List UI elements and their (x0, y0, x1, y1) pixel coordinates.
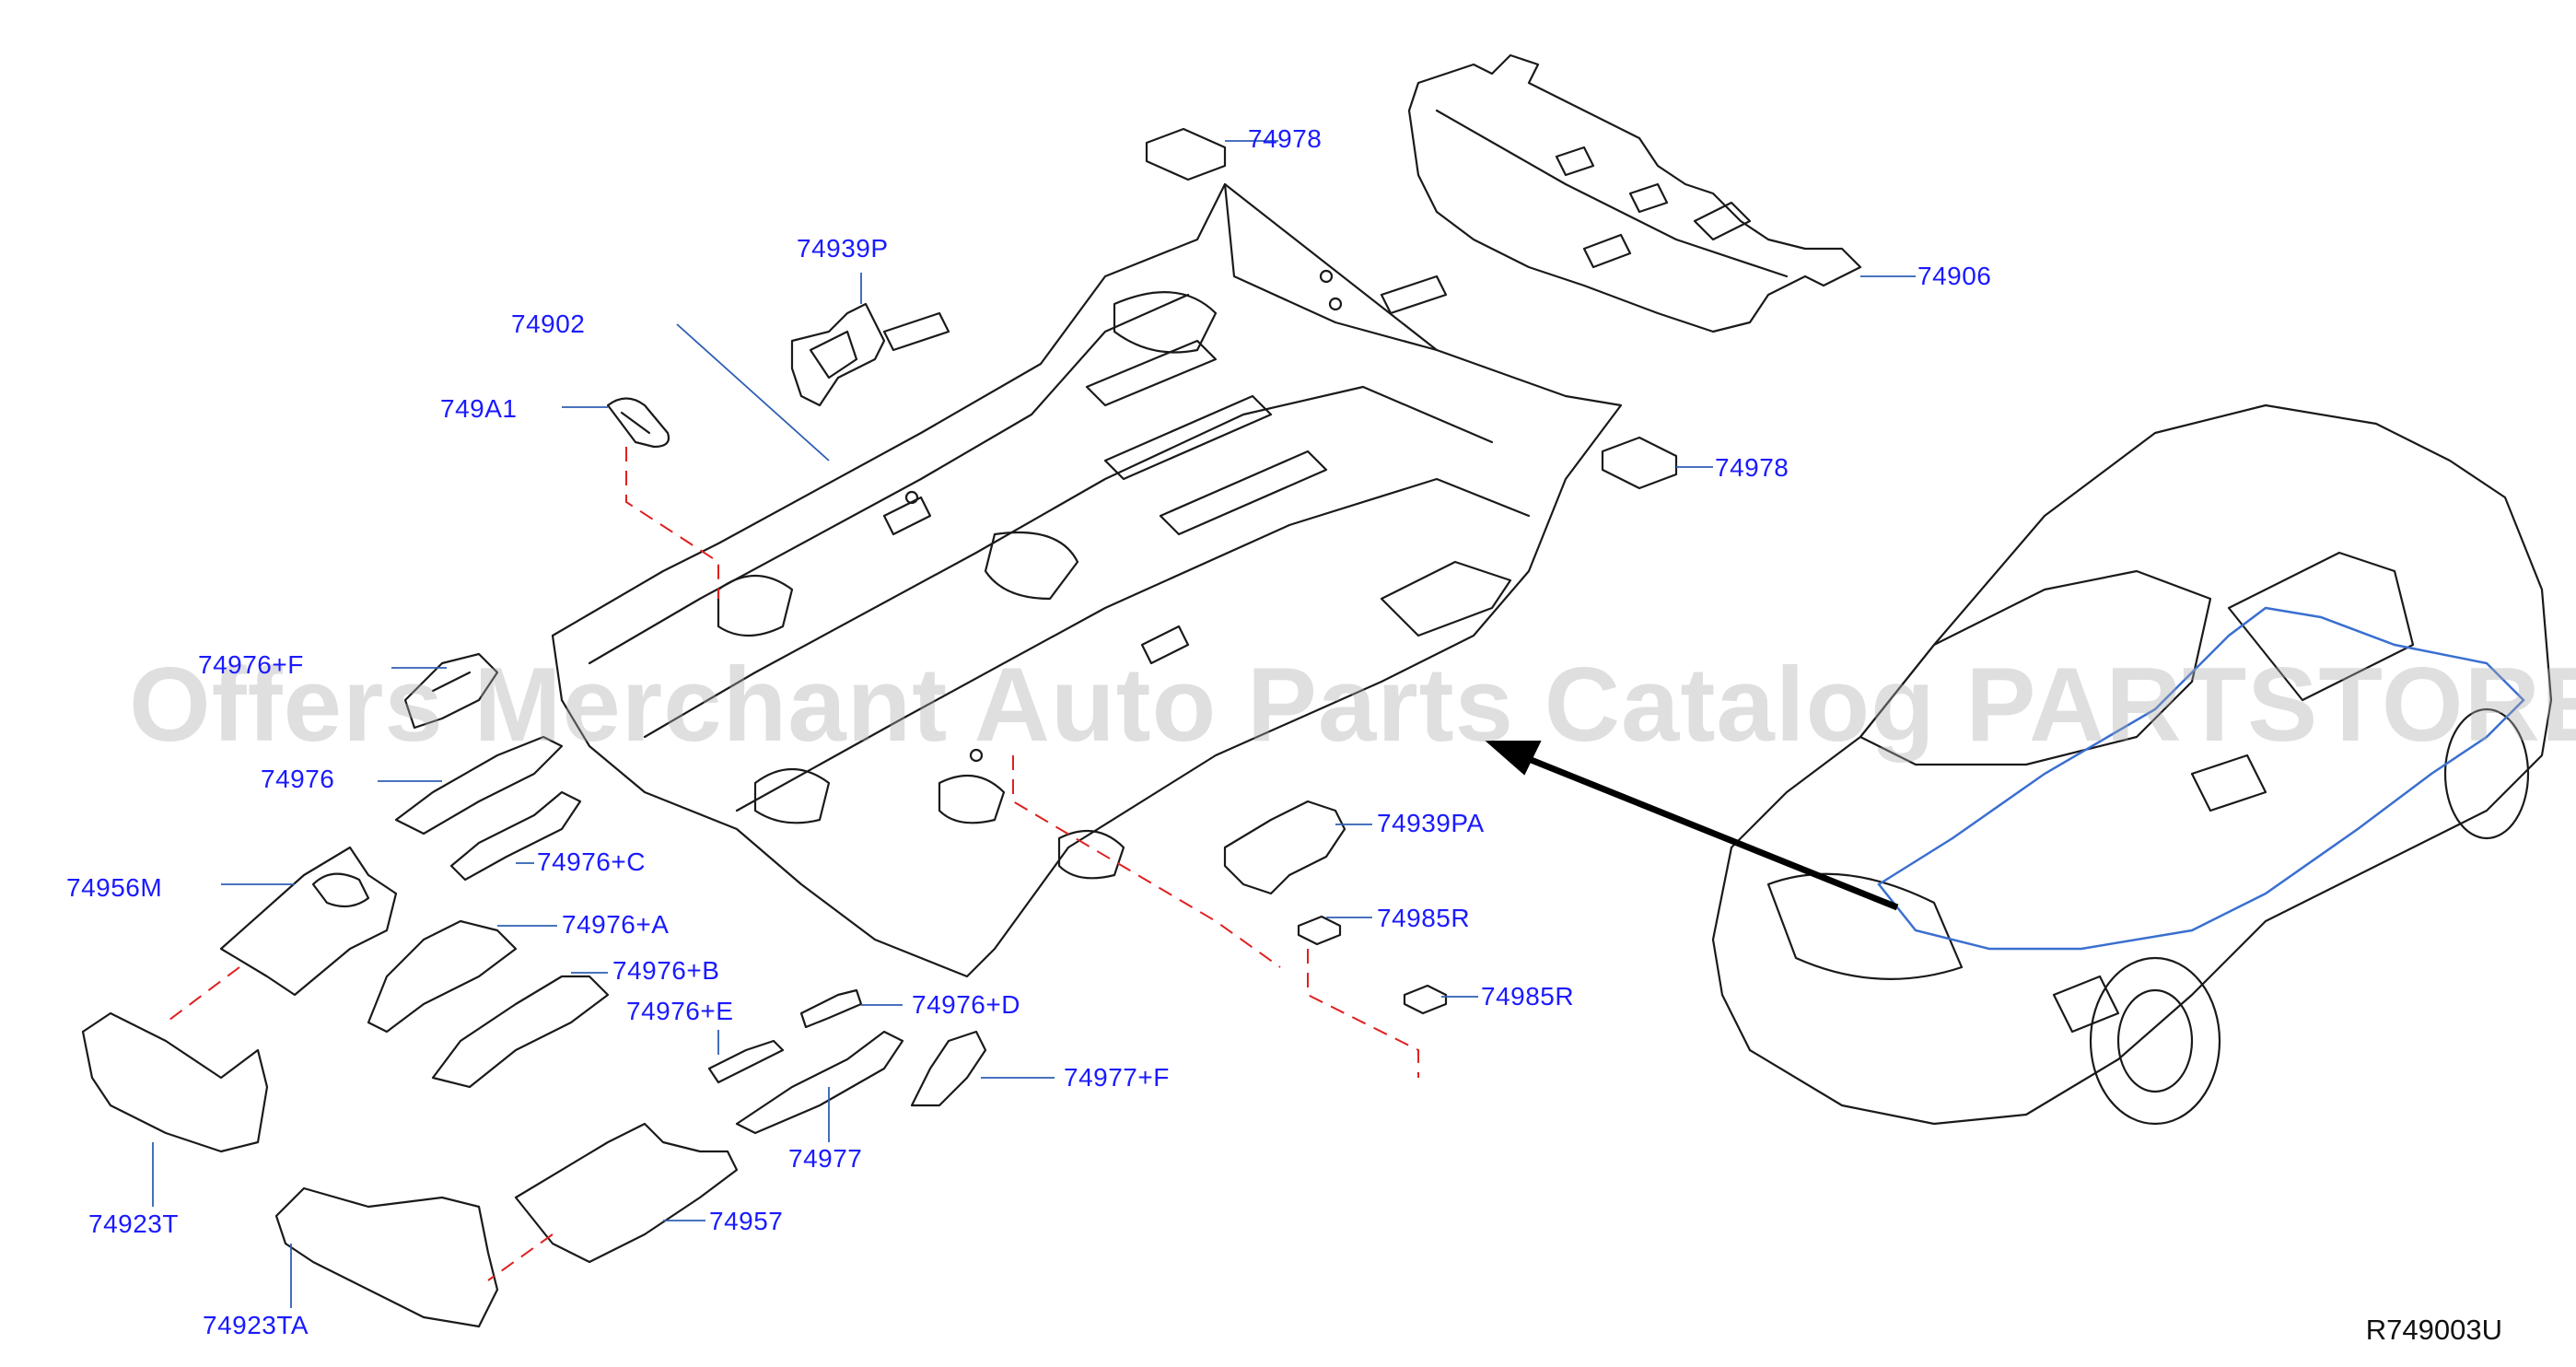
label-74939PA[interactable]: 74939PA (1377, 809, 1485, 837)
label-74976E[interactable]: 74976+E (626, 997, 734, 1025)
label-749A1[interactable]: 749A1 (440, 394, 518, 423)
label-74956M[interactable]: 74956M (66, 873, 163, 902)
label-74923TA[interactable]: 74923TA (203, 1311, 309, 1339)
label-74939P[interactable]: 74939P (797, 234, 889, 263)
part-74976 (394, 735, 564, 835)
vehicle-outline (1711, 403, 2553, 1126)
vehicle-floor-highlight (1877, 606, 2525, 951)
bracket-74939PA (1223, 800, 1346, 895)
pad-74978-top (1145, 127, 1227, 181)
part-74976C (449, 790, 582, 882)
label-74976D[interactable]: 74976+D (912, 990, 1020, 1019)
part-74976F (403, 652, 499, 730)
label-74902[interactable]: 74902 (511, 310, 586, 338)
label-74976A[interactable]: 74976+A (562, 910, 670, 939)
clip-749A1 (606, 397, 670, 449)
label-74978-top[interactable]: 74978 (1248, 124, 1323, 153)
diagram-reference-code: R749003U (2365, 1314, 2502, 1346)
pad-74985R-2 (1403, 984, 1448, 1015)
label-74923T[interactable]: 74923T (88, 1209, 179, 1238)
label-74906[interactable]: 74906 (1917, 262, 1992, 290)
part-74976E (707, 1039, 785, 1084)
label-74976[interactable]: 74976 (261, 765, 335, 793)
pad-74978-right (1601, 436, 1678, 490)
rear-panel-74906 (1407, 53, 1862, 333)
bracket-74939P (790, 302, 886, 407)
label-74977F[interactable]: 74977+F (1064, 1063, 1170, 1092)
part-74977F (910, 1030, 987, 1107)
mat-74957 (514, 1122, 739, 1264)
mat-74956M (219, 846, 398, 997)
floor-carpet-74902 (551, 182, 1623, 978)
label-74976B[interactable]: 74976+B (612, 956, 720, 985)
label-74957[interactable]: 74957 (709, 1207, 784, 1235)
part-74976B (431, 975, 610, 1089)
label-74976F[interactable]: 74976+F (198, 650, 304, 679)
part-74923TA (274, 1186, 499, 1328)
part-74923T (81, 1011, 269, 1153)
part-74976A (367, 919, 518, 1034)
pad-74985R-1 (1297, 915, 1342, 946)
part-74976D (799, 988, 863, 1029)
label-74978-right[interactable]: 74978 (1715, 453, 1789, 482)
label-74976C[interactable]: 74976+C (537, 847, 646, 876)
label-74985R-1[interactable]: 74985R (1377, 904, 1471, 932)
direction-arrow (1485, 741, 1899, 911)
label-74977[interactable]: 74977 (788, 1144, 863, 1173)
label-74985R-2[interactable]: 74985R (1481, 982, 1575, 1011)
part-74977 (735, 1030, 904, 1135)
